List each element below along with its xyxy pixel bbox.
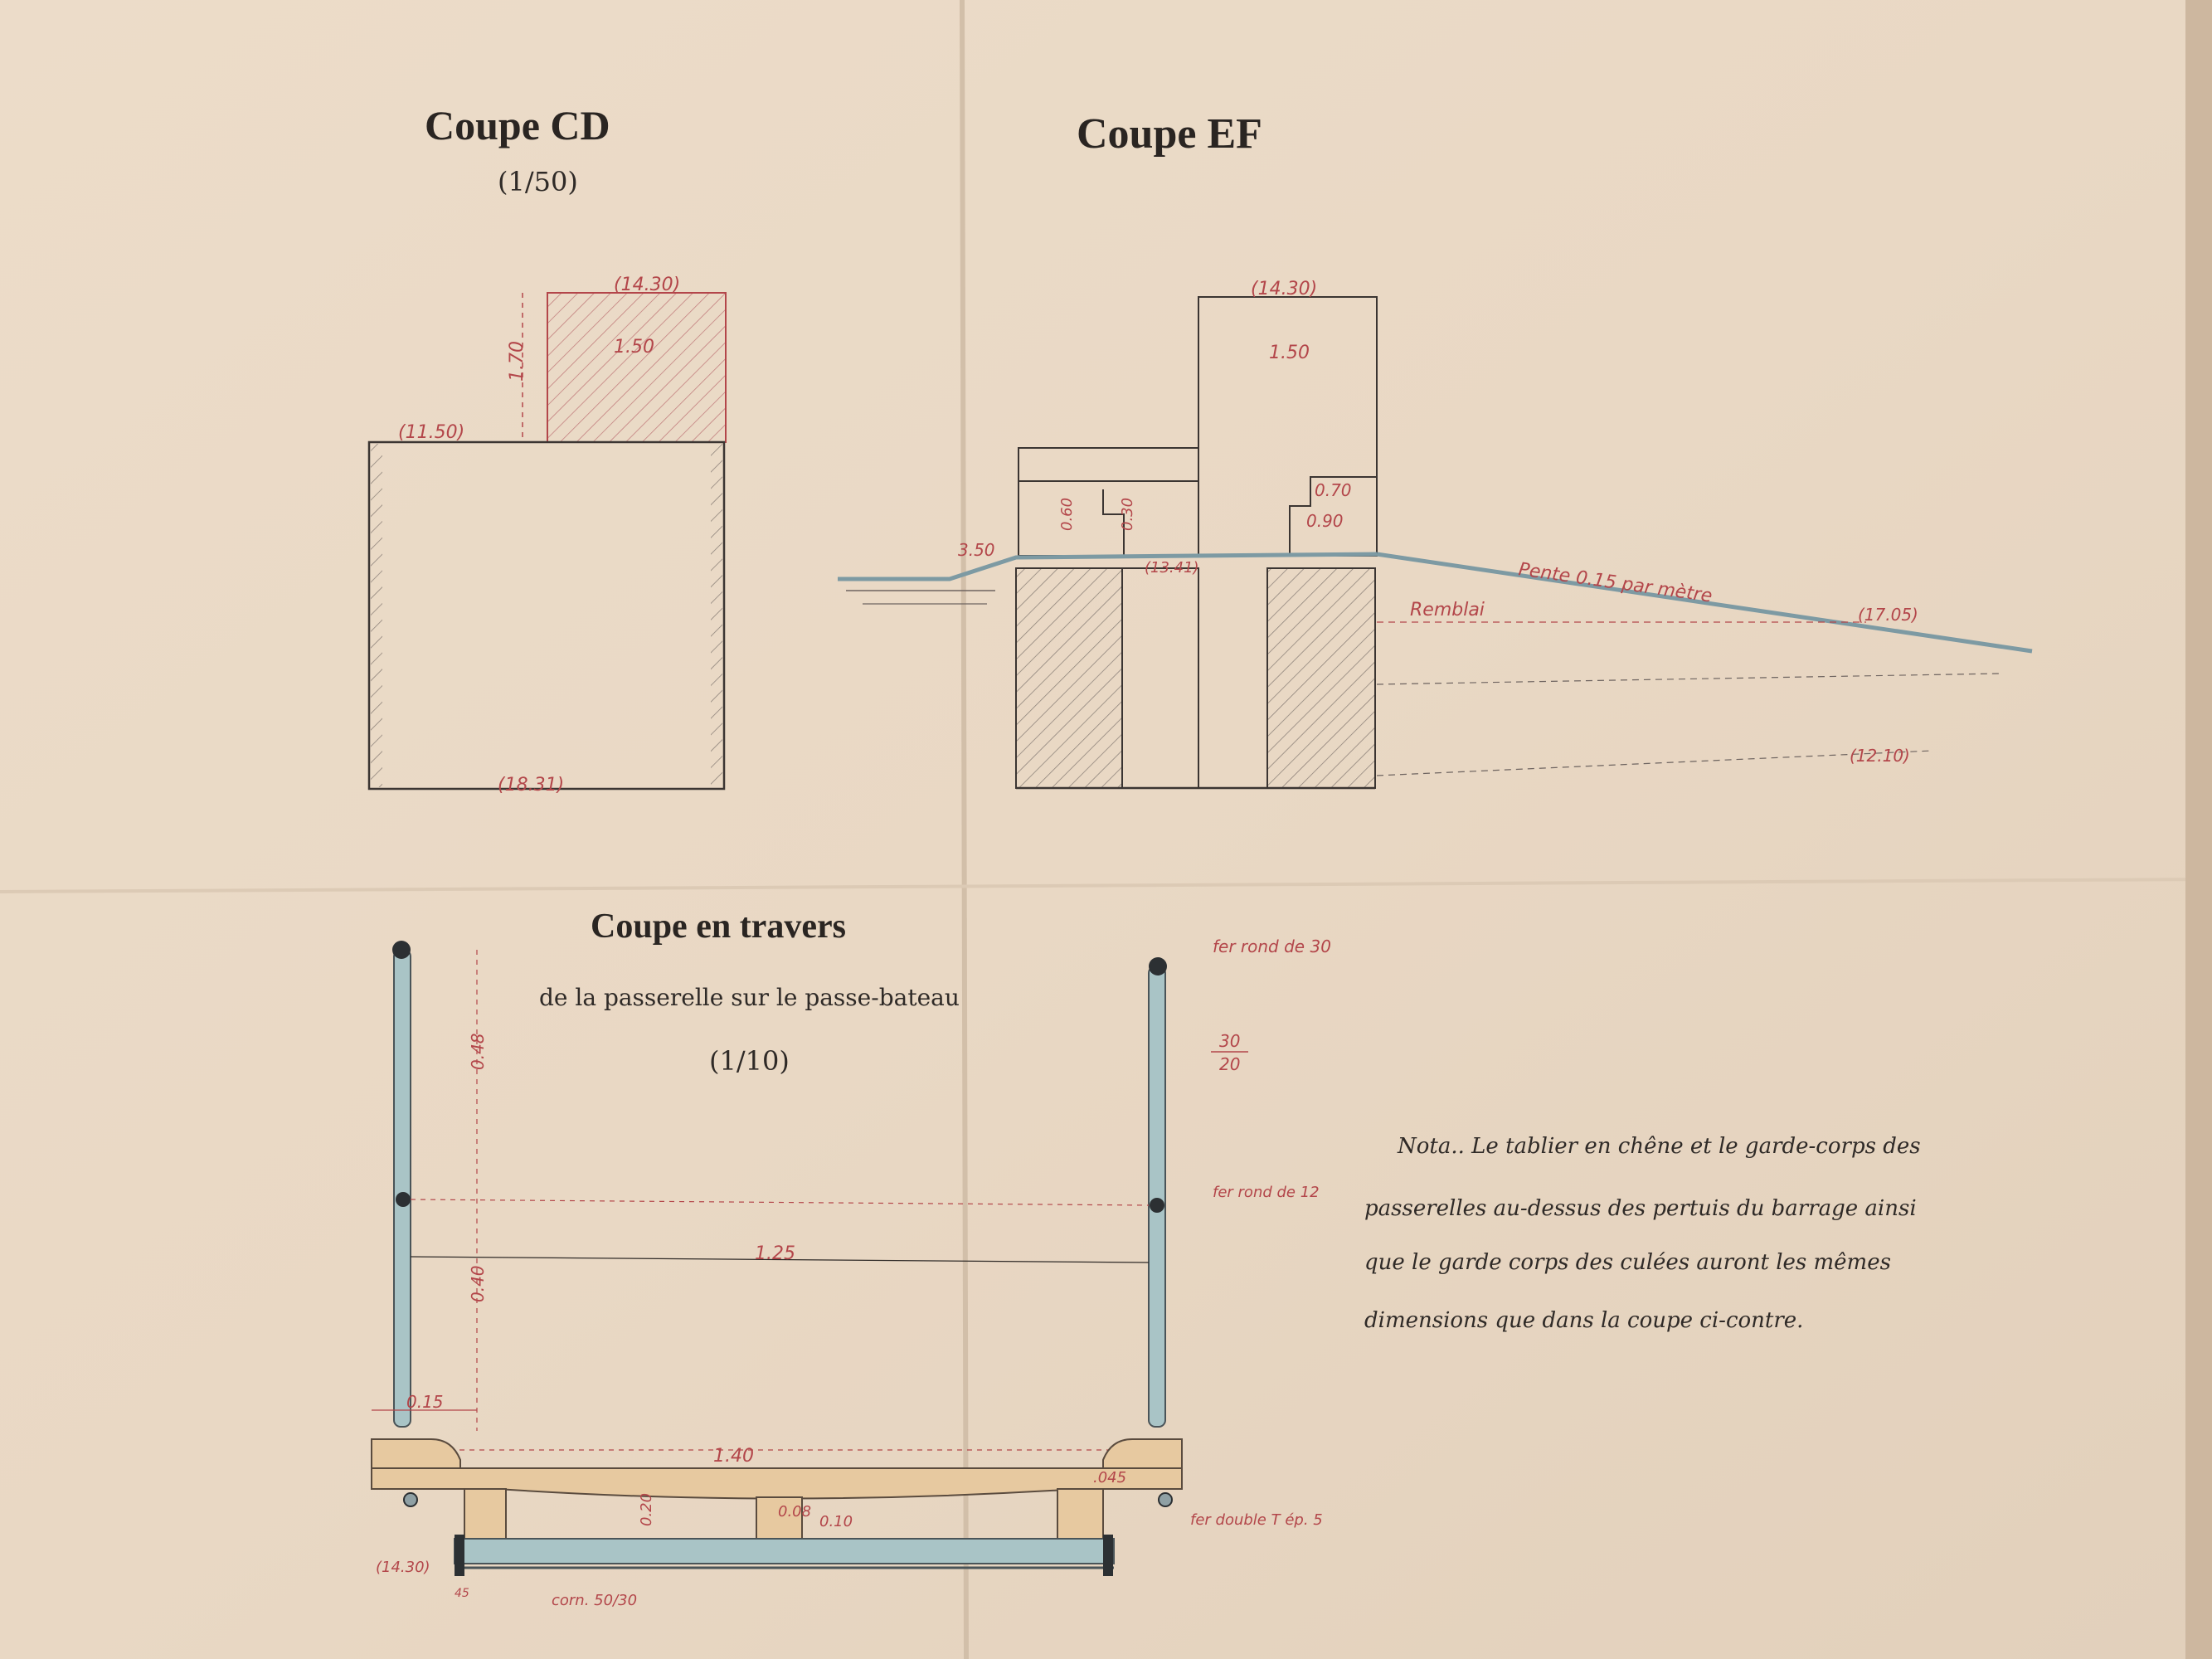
- nota-block: Nota.. Le tablier en chêne et le garde-c…: [1364, 1134, 1921, 1333]
- label-rail-top: fer rond de 30: [1213, 937, 1331, 956]
- label-gap1: 0.20: [638, 1493, 655, 1526]
- right-rail-top: [1149, 957, 1167, 975]
- right-edge-shadow: [2185, 0, 2212, 1659]
- coupe-travers-section: Coupe en travers de la passerelle sur le…: [371, 907, 1331, 1609]
- coupe-ef-fill-label: Remblai: [1410, 600, 1485, 620]
- coupe-ef-ground-left: [838, 552, 1378, 581]
- support-block-mid: [756, 1496, 803, 1540]
- coupe-ef-steps: [1289, 476, 1377, 556]
- nota-line-1: Nota.. Le tablier en chêne et le garde-c…: [1397, 1134, 1921, 1159]
- coupe-ef-pier-right: [1266, 567, 1376, 789]
- coupe-ef-bottom-level: (12.10): [1850, 746, 1910, 766]
- label-base: 0.15: [406, 1392, 444, 1412]
- label-rail-section-bottom: 20: [1219, 1054, 1240, 1074]
- coupe-ef-h1: 0.60: [1058, 498, 1076, 531]
- coupe-travers-scale: (1/10): [709, 1045, 790, 1077]
- beam-end-right: [1103, 1535, 1113, 1576]
- right-post: [1148, 966, 1166, 1428]
- coupe-cd-section: Coupe CD (1/50) (14.30) 1.70 1.50 (11.50…: [367, 102, 727, 795]
- coupe-ef-step1: 0.70: [1315, 480, 1352, 500]
- steel-beam: [454, 1538, 1115, 1564]
- label-deck: 1.40: [713, 1446, 754, 1467]
- label-bottom-small: 45: [455, 1587, 469, 1600]
- coupe-cd-upper-block: [547, 292, 727, 443]
- label-bottom-level: (14.30): [376, 1559, 430, 1576]
- deck-right-bracket: [1102, 1438, 1183, 1469]
- coupe-cd-top-width: (14.30): [614, 275, 680, 295]
- label-deck-end: .045: [1093, 1469, 1126, 1486]
- right-rail-mid: [1150, 1198, 1164, 1213]
- label-post-lower: 0.40: [468, 1265, 488, 1302]
- label-gap3: 0.10: [819, 1513, 853, 1530]
- center-fold: [960, 0, 969, 1659]
- left-post: [393, 949, 411, 1428]
- coupe-cd-bottom: (18.31): [498, 775, 564, 795]
- label-rail-mid: fer rond de 12: [1213, 1184, 1320, 1201]
- coupe-ef-right-level: (17.05): [1858, 605, 1918, 625]
- nota-line-2: passerelles au-dessus des pertuis du bar…: [1364, 1196, 1917, 1221]
- nota-line-3: que le garde corps des culées auront les…: [1364, 1250, 1891, 1275]
- coupe-ef-pier-left: [1015, 567, 1123, 789]
- coupe-ef-section: Coupe EF (14.30) 1.50 0.70 0.90 3.50 0.6…: [838, 110, 2033, 790]
- coupe-ef-step2: 0.90: [1306, 511, 1344, 531]
- label-beam: fer double T ép. 5: [1190, 1511, 1323, 1529]
- coupe-cd-ledge: (11.50): [398, 422, 464, 443]
- coupe-travers-subtitle: de la passerelle sur le passe-bateau: [539, 984, 960, 1011]
- label-corniere: corn. 50/30: [552, 1592, 637, 1609]
- support-block-left: [464, 1488, 507, 1540]
- coupe-cd-inner: 1.50: [614, 337, 654, 358]
- label-post-upper: 0.48: [468, 1033, 488, 1070]
- bolt-right: [1158, 1492, 1173, 1507]
- beam-end-left: [455, 1535, 464, 1576]
- coupe-cd-hatch-right: [711, 444, 722, 787]
- coupe-cd-scale: (1/50): [498, 166, 578, 197]
- label-span: 1.25: [755, 1243, 795, 1264]
- coupe-ef-slope: [1376, 552, 2033, 654]
- label-gap2: 0.08: [778, 1503, 811, 1520]
- coupe-ef-h2: 0.30: [1119, 498, 1136, 531]
- coupe-ef-top-width: (14.30): [1251, 279, 1317, 299]
- coupe-cd-lower-block: [367, 440, 726, 791]
- left-rail-mid: [396, 1192, 411, 1207]
- label-rail-section-top: 30: [1219, 1031, 1240, 1051]
- coupe-ef-inner: 1.50: [1269, 343, 1310, 363]
- left-rail-top: [392, 941, 411, 959]
- horizontal-fold: [0, 878, 2212, 893]
- coupe-cd-title: Coupe CD: [425, 102, 610, 148]
- bolt-left: [403, 1492, 418, 1507]
- coupe-ef-title: Coupe EF: [1077, 110, 1262, 158]
- coupe-ef-left-level: 3.50: [958, 540, 995, 560]
- support-block-right: [1057, 1488, 1104, 1540]
- coupe-ef-mid-level: (13.41): [1145, 559, 1199, 577]
- coupe-travers-title: Coupe en travers: [591, 907, 846, 946]
- nota-line-4: dimensions que dans la coupe ci-contre.: [1364, 1308, 1803, 1333]
- coupe-cd-height: 1.70: [507, 341, 527, 382]
- deck-left-bracket: [371, 1438, 461, 1469]
- coupe-cd-hatch-left: [371, 444, 382, 787]
